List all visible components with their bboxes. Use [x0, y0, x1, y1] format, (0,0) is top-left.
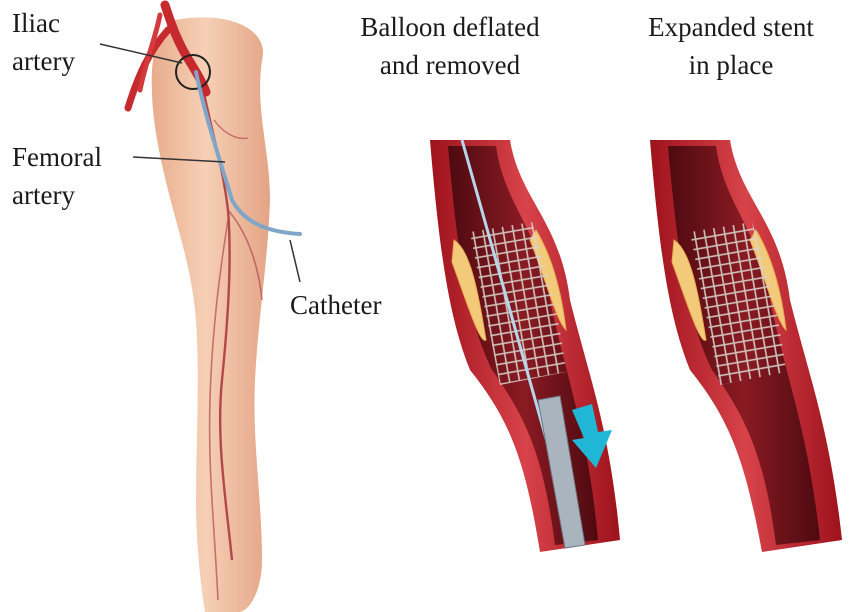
iliac-label-line2: artery [12, 46, 75, 77]
vessel-stent-in-place [650, 140, 842, 552]
femoral-label-line1: Femoral [12, 142, 102, 173]
iliac-label-line1: Iliac [12, 8, 60, 39]
leg-shape [152, 17, 270, 612]
vessel-balloon-removed [430, 140, 620, 552]
balloon-panel-title-line1: Balloon deflated [320, 12, 580, 43]
stent-panel-title-line1: Expanded stent [606, 12, 856, 43]
leg-illustration [100, 5, 300, 612]
stent-panel-title-line2: in place [606, 50, 856, 81]
catheter-label: Catheter [290, 290, 381, 321]
balloon-panel-title-line2: and removed [320, 50, 580, 81]
femoral-label-line2: artery [12, 180, 75, 211]
catheter-leader-line [290, 240, 300, 282]
